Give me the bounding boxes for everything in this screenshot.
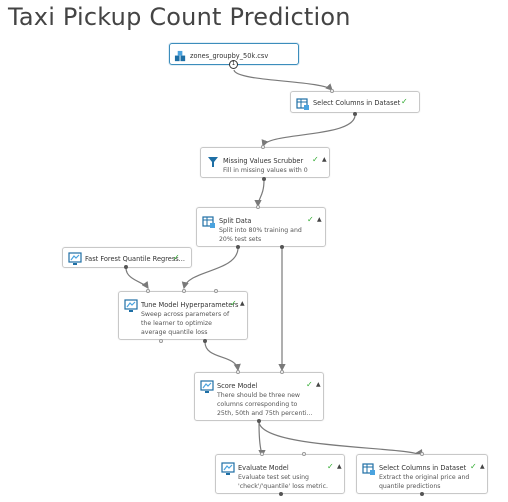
- score-model-desc: There should be three new columns corres…: [217, 392, 313, 417]
- input-port[interactable]: [330, 89, 334, 93]
- missing-values-scrubber-node[interactable]: Missing Values Scrubber Fill in missing …: [200, 147, 330, 178]
- score-model-node[interactable]: Score Model There should be three new co…: [194, 372, 324, 421]
- output-port[interactable]: [353, 112, 357, 116]
- output-port[interactable]: [262, 177, 266, 181]
- collapse-caret-icon[interactable]: ▲: [316, 381, 321, 388]
- wire-split-tune: [181, 248, 239, 290]
- input-port[interactable]: [260, 452, 264, 456]
- check-icon: ✓: [401, 97, 408, 106]
- output-port[interactable]: [257, 419, 261, 423]
- tune-model-desc: Sweep across parameters of the learner t…: [141, 311, 230, 336]
- output-port[interactable]: [420, 492, 424, 496]
- input-port[interactable]: [280, 370, 284, 374]
- missing-values-desc: Fill in missing values with 0: [223, 167, 308, 174]
- wire-missing-split: [254, 179, 265, 208]
- tune-model-node[interactable]: Tune Model Hyperparameters Sweep across …: [118, 291, 248, 340]
- collapse-caret-icon[interactable]: ▲: [322, 156, 327, 163]
- evaluate-model-label: Evaluate Model: [238, 464, 289, 472]
- input-port[interactable]: [302, 452, 306, 456]
- evaluate-model-node[interactable]: Evaluate Model Evaluate test set using '…: [215, 454, 345, 494]
- learner-icon: [124, 298, 138, 312]
- input-port[interactable]: [214, 289, 218, 293]
- wire-tune-score: [204, 341, 241, 372]
- select-columns-label-1: Select Columns in Dataset: [313, 99, 401, 107]
- select-columns-desc-2: Extract the original price and quantile …: [379, 474, 470, 490]
- check-icon: ✓: [230, 299, 237, 308]
- select-columns-node-1[interactable]: Select Columns in Dataset ✓: [290, 91, 420, 113]
- split-data-label: Split Data: [219, 217, 252, 225]
- page-title: Taxi Pickup Count Prediction: [8, 3, 351, 31]
- input-port[interactable]: [182, 289, 186, 293]
- learner-icon: [221, 461, 235, 475]
- check-icon: ✓: [327, 462, 334, 471]
- output-port[interactable]: [279, 492, 283, 496]
- split-icon: [202, 214, 216, 228]
- input-port[interactable]: [420, 452, 424, 456]
- output-port[interactable]: [159, 339, 163, 343]
- learner-icon: [200, 379, 214, 393]
- split-data-desc: Split into 80% training and 20% test set…: [219, 227, 302, 243]
- collapse-caret-icon[interactable]: ▲: [317, 216, 322, 223]
- dataset-icon: [174, 48, 188, 62]
- dataset-label: zones_groupby_50k.csv: [190, 52, 269, 60]
- learner-icon: [68, 251, 82, 265]
- check-icon: ✓: [312, 155, 319, 164]
- collapse-caret-icon[interactable]: ▲: [480, 463, 485, 470]
- check-icon: ✓: [306, 380, 313, 389]
- input-port[interactable]: [256, 205, 260, 209]
- output-port[interactable]: [280, 245, 284, 249]
- wire-forest-tune: [125, 267, 149, 289]
- split-data-node[interactable]: Split Data Split into 80% training and 2…: [196, 207, 326, 247]
- check-icon: ✓: [173, 253, 180, 262]
- input-port[interactable]: [261, 145, 265, 149]
- table-transform-icon: [296, 96, 310, 110]
- wire-dataset-select1: [233, 69, 333, 91]
- input-port[interactable]: [146, 289, 150, 293]
- output-port[interactable]: [124, 265, 128, 269]
- output-port[interactable]: [236, 245, 240, 249]
- fast-forest-label: Fast Forest Quantile Regress...: [85, 255, 185, 263]
- table-transform-icon: [362, 461, 376, 475]
- input-port[interactable]: [236, 370, 240, 374]
- wire-score-select2: [258, 421, 423, 458]
- evaluate-model-desc: Evaluate test set using 'check'/'quantil…: [238, 474, 329, 490]
- select-columns-node-2[interactable]: Select Columns in Dataset Extract the or…: [356, 454, 488, 494]
- select-columns-label-2: Select Columns in Dataset: [379, 464, 467, 472]
- wire-select1-missing: [261, 115, 356, 148]
- score-model-label: Score Model: [217, 382, 258, 390]
- check-icon: ✓: [470, 462, 477, 471]
- tune-model-label: Tune Model Hyperparameters: [141, 301, 239, 309]
- collapse-caret-icon[interactable]: ▲: [240, 300, 245, 307]
- missing-values-label: Missing Values Scrubber: [223, 157, 304, 165]
- output-port-badge[interactable]: 1: [229, 60, 238, 69]
- collapse-caret-icon[interactable]: ▲: [337, 463, 342, 470]
- check-icon: ✓: [307, 215, 314, 224]
- output-port[interactable]: [203, 339, 207, 343]
- scrubber-icon: [206, 154, 220, 168]
